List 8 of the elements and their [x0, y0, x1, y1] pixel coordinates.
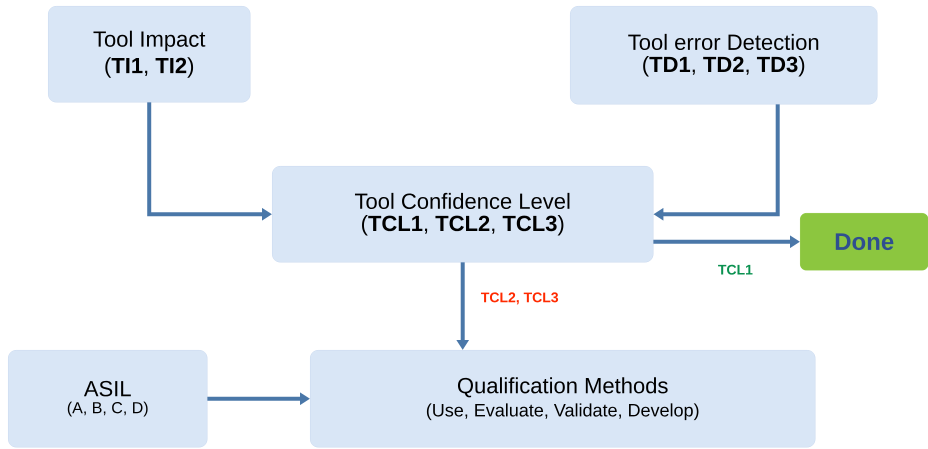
- status-box: Done: [800, 213, 928, 270]
- process-box: Tool Confidence Level (TCL1, TCL2, TCL3): [272, 166, 654, 262]
- process-box: ASIL (A, B, C, D): [8, 350, 208, 448]
- edge-label: TCL1: [716, 264, 754, 276]
- process-box: Tool error Detection (TD1, TD2, TD3): [570, 6, 878, 104]
- process-box: Tool Impact (TI1, TI2): [48, 6, 250, 102]
- process-box: Qualification Methods (Use, Evaluate, Validate, Develop): [310, 350, 816, 448]
- edge-label: TCL2, TCL3: [480, 291, 560, 306]
